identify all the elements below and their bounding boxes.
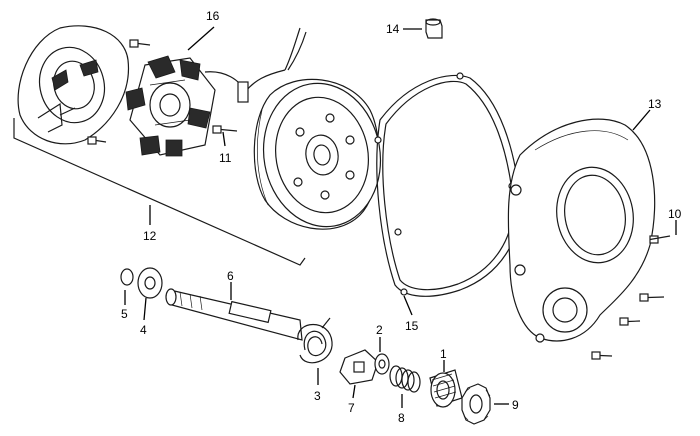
starter-pinion (429, 369, 463, 408)
callout-7: 7 (348, 401, 355, 415)
bolts-10 (591, 235, 671, 360)
stator-base-plate (17, 25, 130, 145)
spring-8 (389, 365, 421, 393)
leader-lines (124, 26, 677, 408)
washer-2 (374, 353, 390, 375)
magneto-cover (507, 118, 656, 343)
callout-10: 10 (668, 207, 682, 221)
bolt-11 (212, 125, 238, 134)
callout-13: 13 (648, 97, 662, 111)
stator-coil-assembly (125, 55, 216, 157)
nut-14 (425, 18, 443, 39)
callout-8: 8 (398, 411, 405, 425)
flywheel-rotor (253, 78, 382, 230)
callout-5: 5 (121, 307, 128, 321)
callout-14: 14 (386, 22, 400, 36)
callout-16: 16 (206, 9, 220, 23)
callout-2: 2 (376, 323, 383, 337)
callout-3: 3 (314, 389, 321, 403)
callout-4: 4 (140, 323, 147, 337)
return-spring (297, 317, 333, 364)
screw-lower-left (87, 136, 107, 145)
gear-9 (461, 383, 491, 425)
callout-15: 15 (405, 319, 419, 333)
screw-upper-left (129, 39, 151, 48)
callout-6: 6 (227, 269, 234, 283)
circlip-5 (120, 268, 134, 286)
callout-11: 11 (219, 151, 232, 165)
callout-labels: 1 2 3 4 5 6 7 8 9 10 11 12 13 14 15 16 (121, 9, 682, 425)
kick-starter-shaft (165, 288, 303, 341)
washer-4 (137, 267, 163, 299)
gasket (374, 72, 521, 297)
starter-plate (339, 349, 379, 385)
callout-9: 9 (512, 398, 519, 412)
group-bracket-12 (13, 118, 306, 266)
callout-1: 1 (440, 347, 447, 361)
callout-12: 12 (143, 229, 157, 243)
wiring-harness (204, 27, 307, 103)
